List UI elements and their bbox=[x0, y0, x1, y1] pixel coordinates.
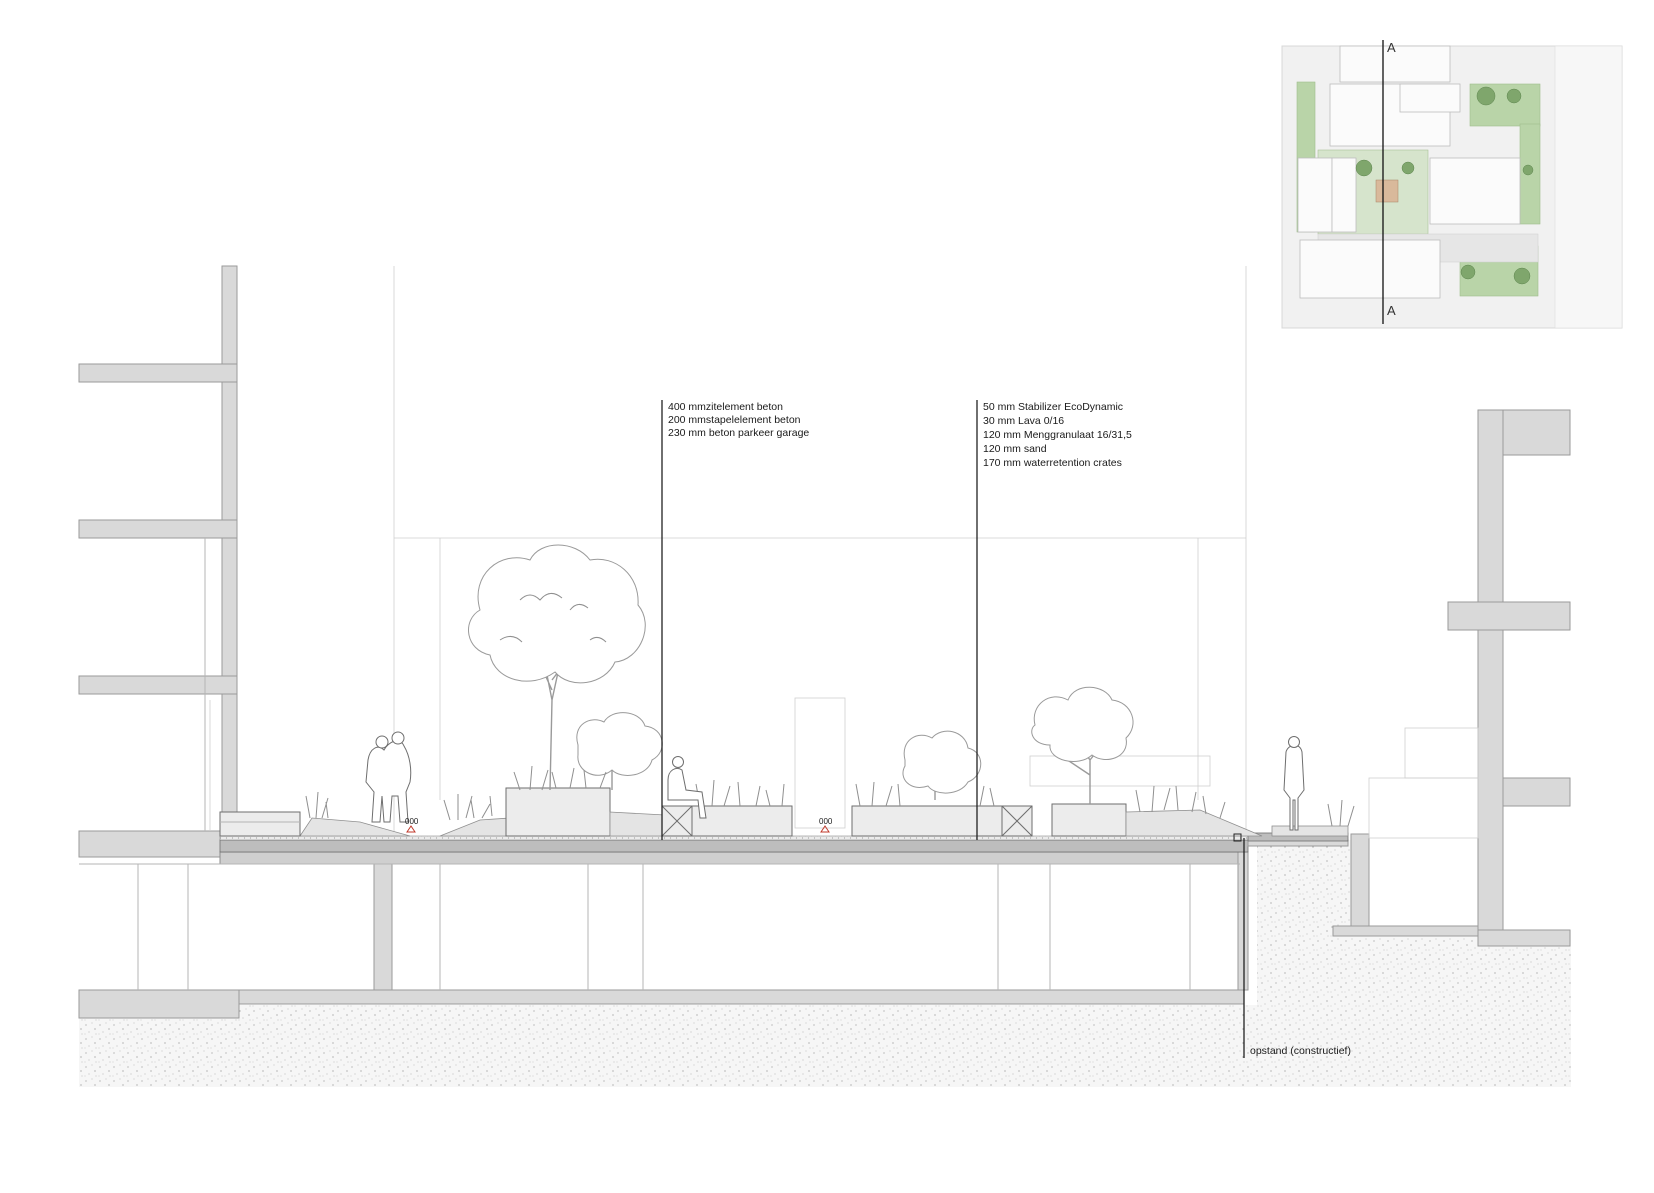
garden-deck bbox=[219, 832, 1349, 853]
person-couple bbox=[365, 740, 412, 823]
key-plan-tree bbox=[1355, 159, 1373, 177]
ground-soil bbox=[79, 1005, 1571, 1087]
key-plan-building-bottom bbox=[1299, 239, 1441, 299]
svg-text:000: 000 bbox=[819, 817, 833, 826]
key-plan: A A bbox=[1281, 40, 1623, 329]
key-plan-tree bbox=[1460, 264, 1476, 280]
annotation-left-line-1: 400 mmzitelement beton bbox=[668, 401, 783, 413]
annotation-right-line-3: 120 mm Menggranulaat 16/31,5 bbox=[983, 429, 1132, 441]
tree-large-left bbox=[468, 544, 646, 791]
annotation-right-line-1: 50 mm Stabilizer EcoDynamic bbox=[983, 401, 1123, 413]
annotation-right: 50 mm Stabilizer EcoDynamic 30 mm Lava 0… bbox=[976, 400, 1132, 840]
key-plan-pavilion bbox=[1375, 179, 1399, 203]
person-standing bbox=[1283, 744, 1305, 831]
annotation-left: 400 mmzitelement beton 200 mmstapeleleme… bbox=[661, 400, 809, 840]
key-plan-tree bbox=[1476, 86, 1496, 106]
left-building bbox=[78, 265, 238, 858]
tree-right bbox=[1031, 686, 1134, 804]
key-plan-building-left bbox=[1297, 157, 1333, 233]
annotation-bottom: opstand (constructief) bbox=[1233, 833, 1351, 1058]
person-seated bbox=[667, 767, 707, 819]
annotation-bottom-text: opstand (constructief) bbox=[1250, 1045, 1351, 1057]
annotation-right-line-2: 30 mm Lava 0/16 bbox=[983, 415, 1064, 427]
annotation-right-line-4: 120 mm sand bbox=[983, 443, 1047, 455]
key-plan-building-right bbox=[1429, 157, 1521, 225]
key-plan-tree bbox=[1506, 88, 1522, 104]
key-plan-section-label-bottom: A bbox=[1387, 303, 1396, 318]
level-marker-center: 000 bbox=[819, 817, 833, 833]
key-plan-building-top-mid bbox=[1399, 83, 1461, 113]
key-plan-building-left-b bbox=[1331, 157, 1357, 233]
planting-beds bbox=[219, 787, 1349, 837]
key-plan-street-right bbox=[1554, 45, 1623, 329]
key-plan-green-top bbox=[1469, 83, 1541, 127]
right-building bbox=[1332, 409, 1571, 947]
tree-small-left bbox=[576, 712, 663, 790]
key-plan-tree bbox=[1401, 161, 1415, 175]
parking-garage bbox=[78, 851, 1249, 1019]
level-marker-left: 000 bbox=[405, 817, 419, 833]
annotation-left-line-3: 230 mm beton parkeer garage bbox=[668, 427, 809, 439]
annotation-right-line-5: 170 mm waterretention crates bbox=[983, 457, 1122, 469]
key-plan-tree bbox=[1513, 267, 1531, 285]
key-plan-tree bbox=[1522, 164, 1534, 176]
key-plan-building-top-strip bbox=[1339, 45, 1451, 83]
ground-soil-right-backfill bbox=[1257, 840, 1571, 1005]
left-planter bbox=[505, 787, 611, 837]
key-plan-section-label-top: A bbox=[1387, 40, 1396, 55]
right-planter bbox=[1051, 803, 1127, 837]
tree-center bbox=[902, 730, 982, 800]
annotation-left-line-2: 200 mmstapelelement beton bbox=[668, 414, 801, 426]
svg-text:000: 000 bbox=[405, 817, 419, 826]
people bbox=[365, 731, 1305, 831]
